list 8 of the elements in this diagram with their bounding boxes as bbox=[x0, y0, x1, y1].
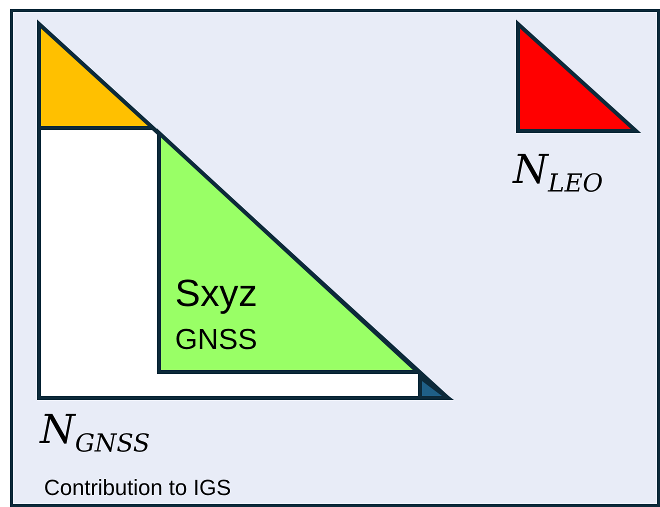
labeled-triangle bbox=[157, 131, 420, 374]
shape-label: GNSS bbox=[175, 326, 258, 355]
shape-label: Sxyz bbox=[175, 275, 258, 313]
caption-text: Contribution to IGS bbox=[44, 477, 232, 499]
variable-label: N$_{LEO}$ bbox=[513, 150, 603, 196]
panel-background bbox=[10, 9, 660, 507]
triangle-shape bbox=[37, 22, 155, 130]
variable-label: N$_{GNSS}$ bbox=[40, 410, 150, 456]
